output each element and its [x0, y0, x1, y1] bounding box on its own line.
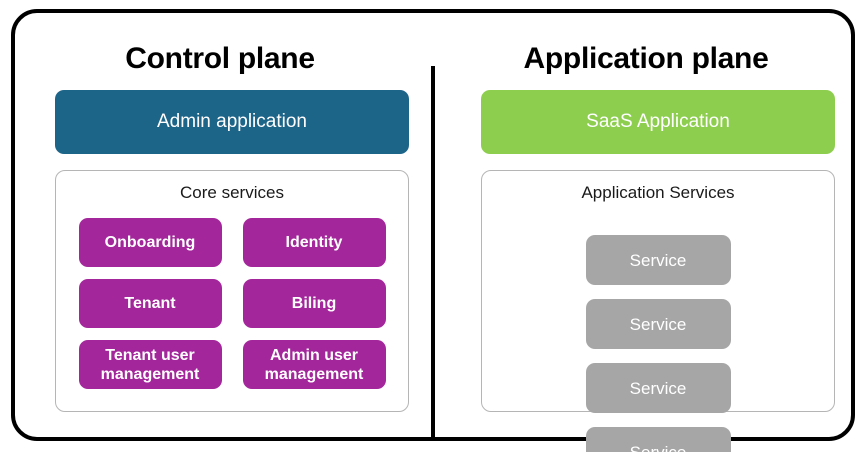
core-services-grid: Onboarding Identity Tenant Biling Tenant… [56, 218, 408, 389]
application-service-label: Service [629, 314, 687, 334]
plane-divider [431, 66, 435, 438]
admin-application-label: Admin application [157, 111, 307, 132]
core-service-tile[interactable]: Biling [242, 279, 386, 328]
application-service-label: Service [629, 250, 687, 270]
application-service-tile[interactable]: Service [585, 235, 731, 285]
application-service-tile[interactable]: Service [585, 299, 731, 349]
core-service-tile[interactable]: Onboarding [78, 218, 222, 267]
core-service-tile[interactable]: Tenant user management [78, 340, 222, 389]
application-services-title: Application Services [581, 183, 735, 202]
application-service-tile[interactable]: Service [585, 363, 731, 413]
core-service-label: Onboarding [104, 234, 196, 251]
application-services-grid: Service Service Service Service [482, 235, 834, 452]
core-service-label: Identity [285, 234, 343, 251]
core-service-label: Admin user management [264, 346, 364, 383]
saas-application-banner[interactable]: SaaS Application [481, 90, 835, 154]
core-services-panel: Core services Onboarding Identity Tenant… [55, 170, 409, 412]
core-service-tile[interactable]: Admin user management [242, 340, 386, 389]
core-services-title: Core services [180, 183, 284, 202]
application-service-tile[interactable]: Service [585, 427, 731, 452]
application-services-panel: Application Services Service Service Ser… [481, 170, 835, 452]
application-service-label: Service [629, 378, 687, 398]
core-service-label: Tenant user management [100, 346, 200, 383]
core-service-label: Biling [291, 295, 337, 312]
application-service-label: Service [629, 442, 687, 452]
saas-application-label: SaaS Application [586, 111, 730, 132]
core-service-tile[interactable]: Tenant [78, 279, 222, 328]
control-plane-column: Control plane Admin application Core ser… [20, 20, 420, 430]
core-service-tile[interactable]: Identity [242, 218, 386, 267]
application-plane-column: Application plane SaaS Application Appli… [446, 20, 846, 452]
control-plane-title: Control plane [125, 42, 315, 75]
core-service-label: Tenant [124, 295, 176, 312]
admin-application-banner[interactable]: Admin application [55, 90, 409, 154]
application-plane-title: Application plane [523, 42, 769, 75]
